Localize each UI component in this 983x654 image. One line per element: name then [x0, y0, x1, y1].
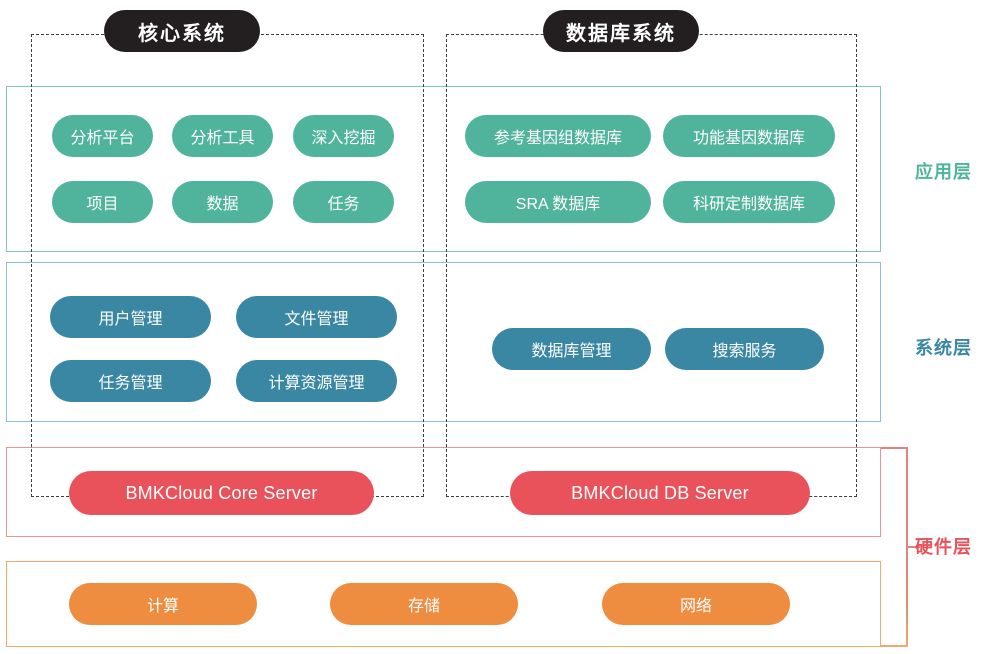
app-pill-functional-gene-db[interactable]: 功能基因数据库: [663, 115, 835, 157]
app-pill-reference-genome-db[interactable]: 参考基因组数据库: [465, 115, 651, 157]
app-pill-sra-db[interactable]: SRA 数据库: [465, 181, 651, 223]
core-system-group: [31, 34, 424, 497]
app-pill-project[interactable]: 项目: [52, 181, 153, 223]
database-system-title: 数据库系统: [543, 10, 699, 52]
app-pill-task[interactable]: 任务: [293, 181, 394, 223]
bracket-top-arm: [881, 447, 907, 449]
database-system-group: [446, 34, 857, 497]
bracket-bottom-arm: [881, 645, 907, 647]
layer-label-hardware: 硬件层: [915, 537, 972, 557]
hardware-layer-bracket: [881, 447, 920, 647]
sys-pill-user-management[interactable]: 用户管理: [50, 296, 211, 338]
resource-pill-compute[interactable]: 计算: [69, 583, 257, 625]
sys-pill-search-service[interactable]: 搜索服务: [665, 328, 824, 370]
app-pill-custom-research-db[interactable]: 科研定制数据库: [663, 181, 835, 223]
sys-pill-task-management[interactable]: 任务管理: [50, 360, 211, 402]
layer-label-system: 系统层: [915, 338, 972, 358]
sys-pill-database-management[interactable]: 数据库管理: [492, 328, 651, 370]
core-system-title: 核心系统: [104, 10, 260, 52]
application-layer-box: [6, 86, 881, 252]
app-pill-data[interactable]: 数据: [172, 181, 273, 223]
app-pill-analysis-tools[interactable]: 分析工具: [172, 115, 273, 157]
app-pill-deep-mining[interactable]: 深入挖掘: [293, 115, 394, 157]
app-pill-analysis-platform[interactable]: 分析平台: [52, 115, 153, 157]
bracket-middle-arm: [906, 546, 920, 548]
server-pill-bmkcloud-core[interactable]: BMKCloud Core Server: [69, 471, 374, 515]
resource-pill-storage[interactable]: 存储: [330, 583, 518, 625]
sys-pill-file-management[interactable]: 文件管理: [236, 296, 397, 338]
server-pill-bmkcloud-db[interactable]: BMKCloud DB Server: [510, 471, 810, 515]
layer-label-application: 应用层: [915, 162, 972, 182]
sys-pill-compute-resource-management[interactable]: 计算资源管理: [236, 360, 397, 402]
resource-pill-network[interactable]: 网络: [602, 583, 790, 625]
